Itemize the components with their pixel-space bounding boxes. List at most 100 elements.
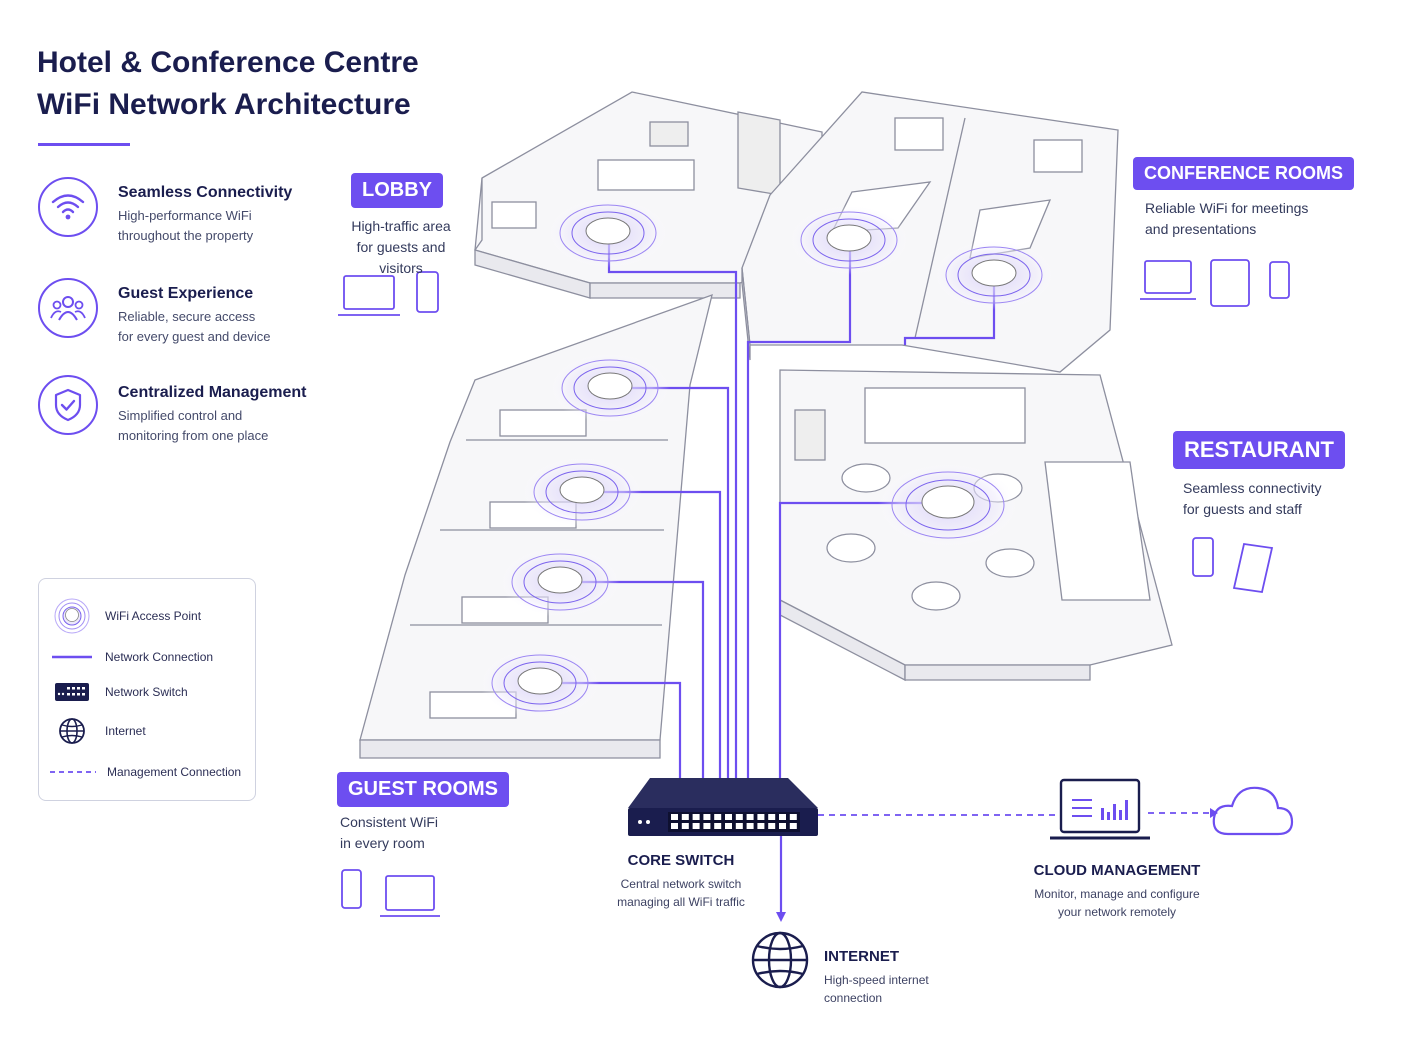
legend-label: Network Switch	[105, 685, 188, 699]
switch-port	[768, 823, 776, 829]
phone-icon	[1192, 537, 1214, 577]
switch-port	[714, 823, 722, 829]
feature-connectivity: Seamless Connectivity High-performance W…	[38, 177, 292, 246]
switch-port	[692, 814, 700, 820]
switch-port	[757, 823, 765, 829]
switch-port	[746, 814, 754, 820]
cloud-management-laptop-icon	[1050, 778, 1150, 840]
access-points	[480, 198, 1054, 718]
conference-devices	[1140, 259, 1290, 307]
page-title: Hotel & Conference Centre WiFi Network A…	[37, 42, 457, 126]
legend-item-network-connection: Network Connection	[39, 642, 255, 672]
access-point-room-1	[550, 353, 670, 423]
switch-port	[681, 814, 689, 820]
access-point-room-2	[522, 457, 642, 527]
legend-label: Network Connection	[105, 650, 214, 664]
dashed-line-icon	[50, 771, 96, 773]
zone-label-guest-rooms: GUEST ROOMS	[337, 772, 510, 807]
cloud-management-label: CLOUD MANAGEMENT Monitor, manage and con…	[1022, 862, 1212, 921]
legend-item-internet: Internet	[39, 716, 255, 746]
switch-port	[779, 823, 786, 829]
feature-title: Guest Experience	[118, 285, 254, 302]
restaurant-devices	[1192, 537, 1274, 594]
access-point-conference-2	[934, 240, 1054, 310]
globe-icon	[59, 718, 85, 744]
zone-label-conference: CONFERENCE ROOMS	[1133, 157, 1355, 190]
lobby-devices	[338, 271, 439, 316]
access-point-room-3	[500, 547, 620, 617]
phone-icon	[416, 271, 439, 313]
feature-title: Seamless Connectivity	[118, 184, 293, 201]
management-arrow	[1210, 808, 1218, 818]
feature-title: Centralized Management	[118, 384, 307, 401]
access-point-restaurant	[878, 463, 1018, 547]
switch-port	[735, 823, 743, 829]
phone-icon	[1269, 261, 1290, 299]
switch-port	[681, 823, 689, 829]
tablet-icon	[1210, 259, 1250, 307]
switch-port	[779, 814, 786, 820]
cloud-icon	[1212, 786, 1294, 836]
legend-item-network-switch: Network Switch	[39, 677, 255, 707]
switch-port	[746, 823, 754, 829]
switch-port	[789, 814, 797, 820]
switch-port	[757, 814, 765, 820]
switch-port	[768, 814, 776, 820]
legend-item-management-connection: Management Connection	[39, 757, 255, 787]
users-icon	[38, 278, 98, 338]
title-line-2: WiFi Network Architecture	[37, 88, 411, 121]
zone-label-restaurant: RESTAURANT	[1173, 431, 1345, 469]
switch-port	[735, 814, 743, 820]
switch-port	[725, 814, 732, 820]
switch-port	[692, 823, 700, 829]
legend-item-access-point: WiFi Access Point	[39, 598, 255, 634]
laptop-icon	[1144, 260, 1192, 294]
management-connections	[818, 812, 1212, 816]
zone-label-lobby: LOBBY	[351, 173, 443, 208]
shield-check-icon	[38, 375, 98, 435]
legend: WiFi Access Point Network Connection Net…	[38, 578, 256, 801]
internet-globe-icon	[751, 931, 809, 989]
title-line-1: Hotel & Conference Centre	[37, 46, 419, 79]
switch-port	[671, 814, 678, 820]
laptop-icon	[385, 875, 435, 911]
title-underline	[38, 143, 130, 146]
phone-icon	[341, 869, 362, 909]
network-line-icon	[52, 655, 92, 659]
internet-title: INTERNET	[824, 948, 899, 965]
core-switch-title: CORE SWITCH	[627, 852, 735, 869]
access-point-room-4	[480, 648, 600, 718]
switch-port	[703, 823, 711, 829]
switch-icon	[55, 683, 89, 701]
laptop-icon	[343, 275, 395, 310]
core-switch-icon	[628, 778, 818, 836]
access-point-conference-1	[789, 205, 909, 275]
switch-port	[671, 823, 678, 829]
switch-port	[725, 823, 732, 829]
legend-label: Internet	[105, 724, 146, 738]
wifi-icon	[38, 177, 98, 237]
feature-centralized-management: Centralized Management Simplified contro…	[38, 375, 306, 446]
switch-port	[703, 814, 711, 820]
access-point-lobby	[548, 198, 668, 268]
legend-label: WiFi Access Point	[105, 609, 202, 623]
cloud-title: CLOUD MANAGEMENT	[1033, 862, 1201, 879]
guest-room-devices	[341, 869, 440, 917]
switch-port	[789, 823, 797, 829]
card-terminal-icon	[1232, 542, 1274, 594]
legend-label: Management Connection	[107, 765, 242, 779]
access-point-icon	[39, 598, 105, 634]
